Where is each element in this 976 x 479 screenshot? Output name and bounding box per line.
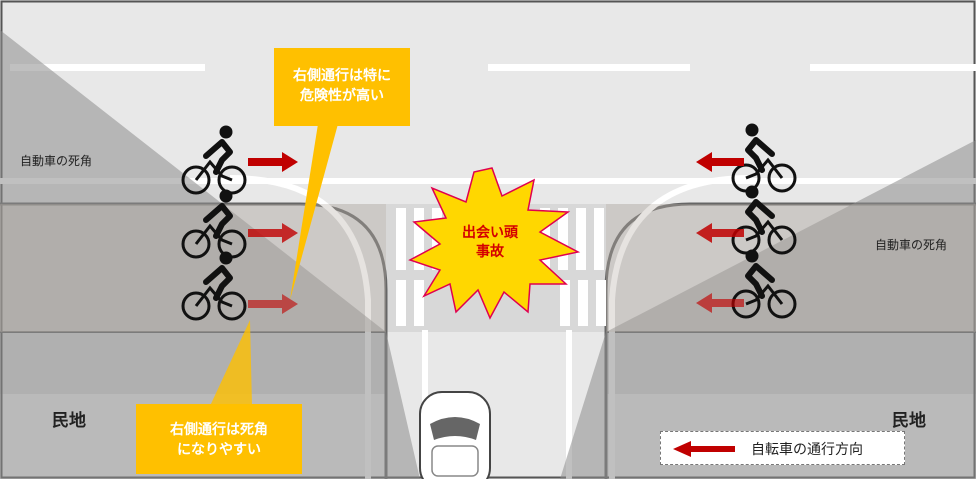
blindspot-callout [136,320,302,474]
private-land-label-right: 民地 [892,411,926,431]
blindspot-callout-line1: 右側通行は死角 [170,422,268,438]
collision-line2: 事故 [476,244,504,260]
direction-arrow-icon [673,441,735,457]
blind-spot-left [0,30,420,479]
blindspot-callout-text: 右側通行は死角 になりやすい [136,420,302,460]
blind-spot-label-left: 自動車の死角 [20,154,93,168]
collision-burst [408,167,581,320]
collision-text: 出会い頭 事故 [440,224,540,262]
direction-arrow-icon [248,152,744,314]
danger-callout-line1: 右側通行は特に [293,68,391,84]
blind-spot-right [560,140,976,479]
collision-line1: 出会い頭 [462,225,518,241]
danger-callout-text: 右側通行は特に 危険性が高い [274,66,410,106]
blind-spot-label-right: 自動車の死角 [875,238,948,252]
legend-text: 自転車の通行方向 [751,442,863,458]
danger-callout-line2: 危険性が高い [300,88,384,104]
danger-callout [274,48,410,300]
blindspot-callout-line2: になりやすい [177,442,261,458]
private-land-label-left: 民地 [52,411,86,431]
car-icon [419,391,491,479]
legend: 自転車の通行方向 [660,431,905,465]
